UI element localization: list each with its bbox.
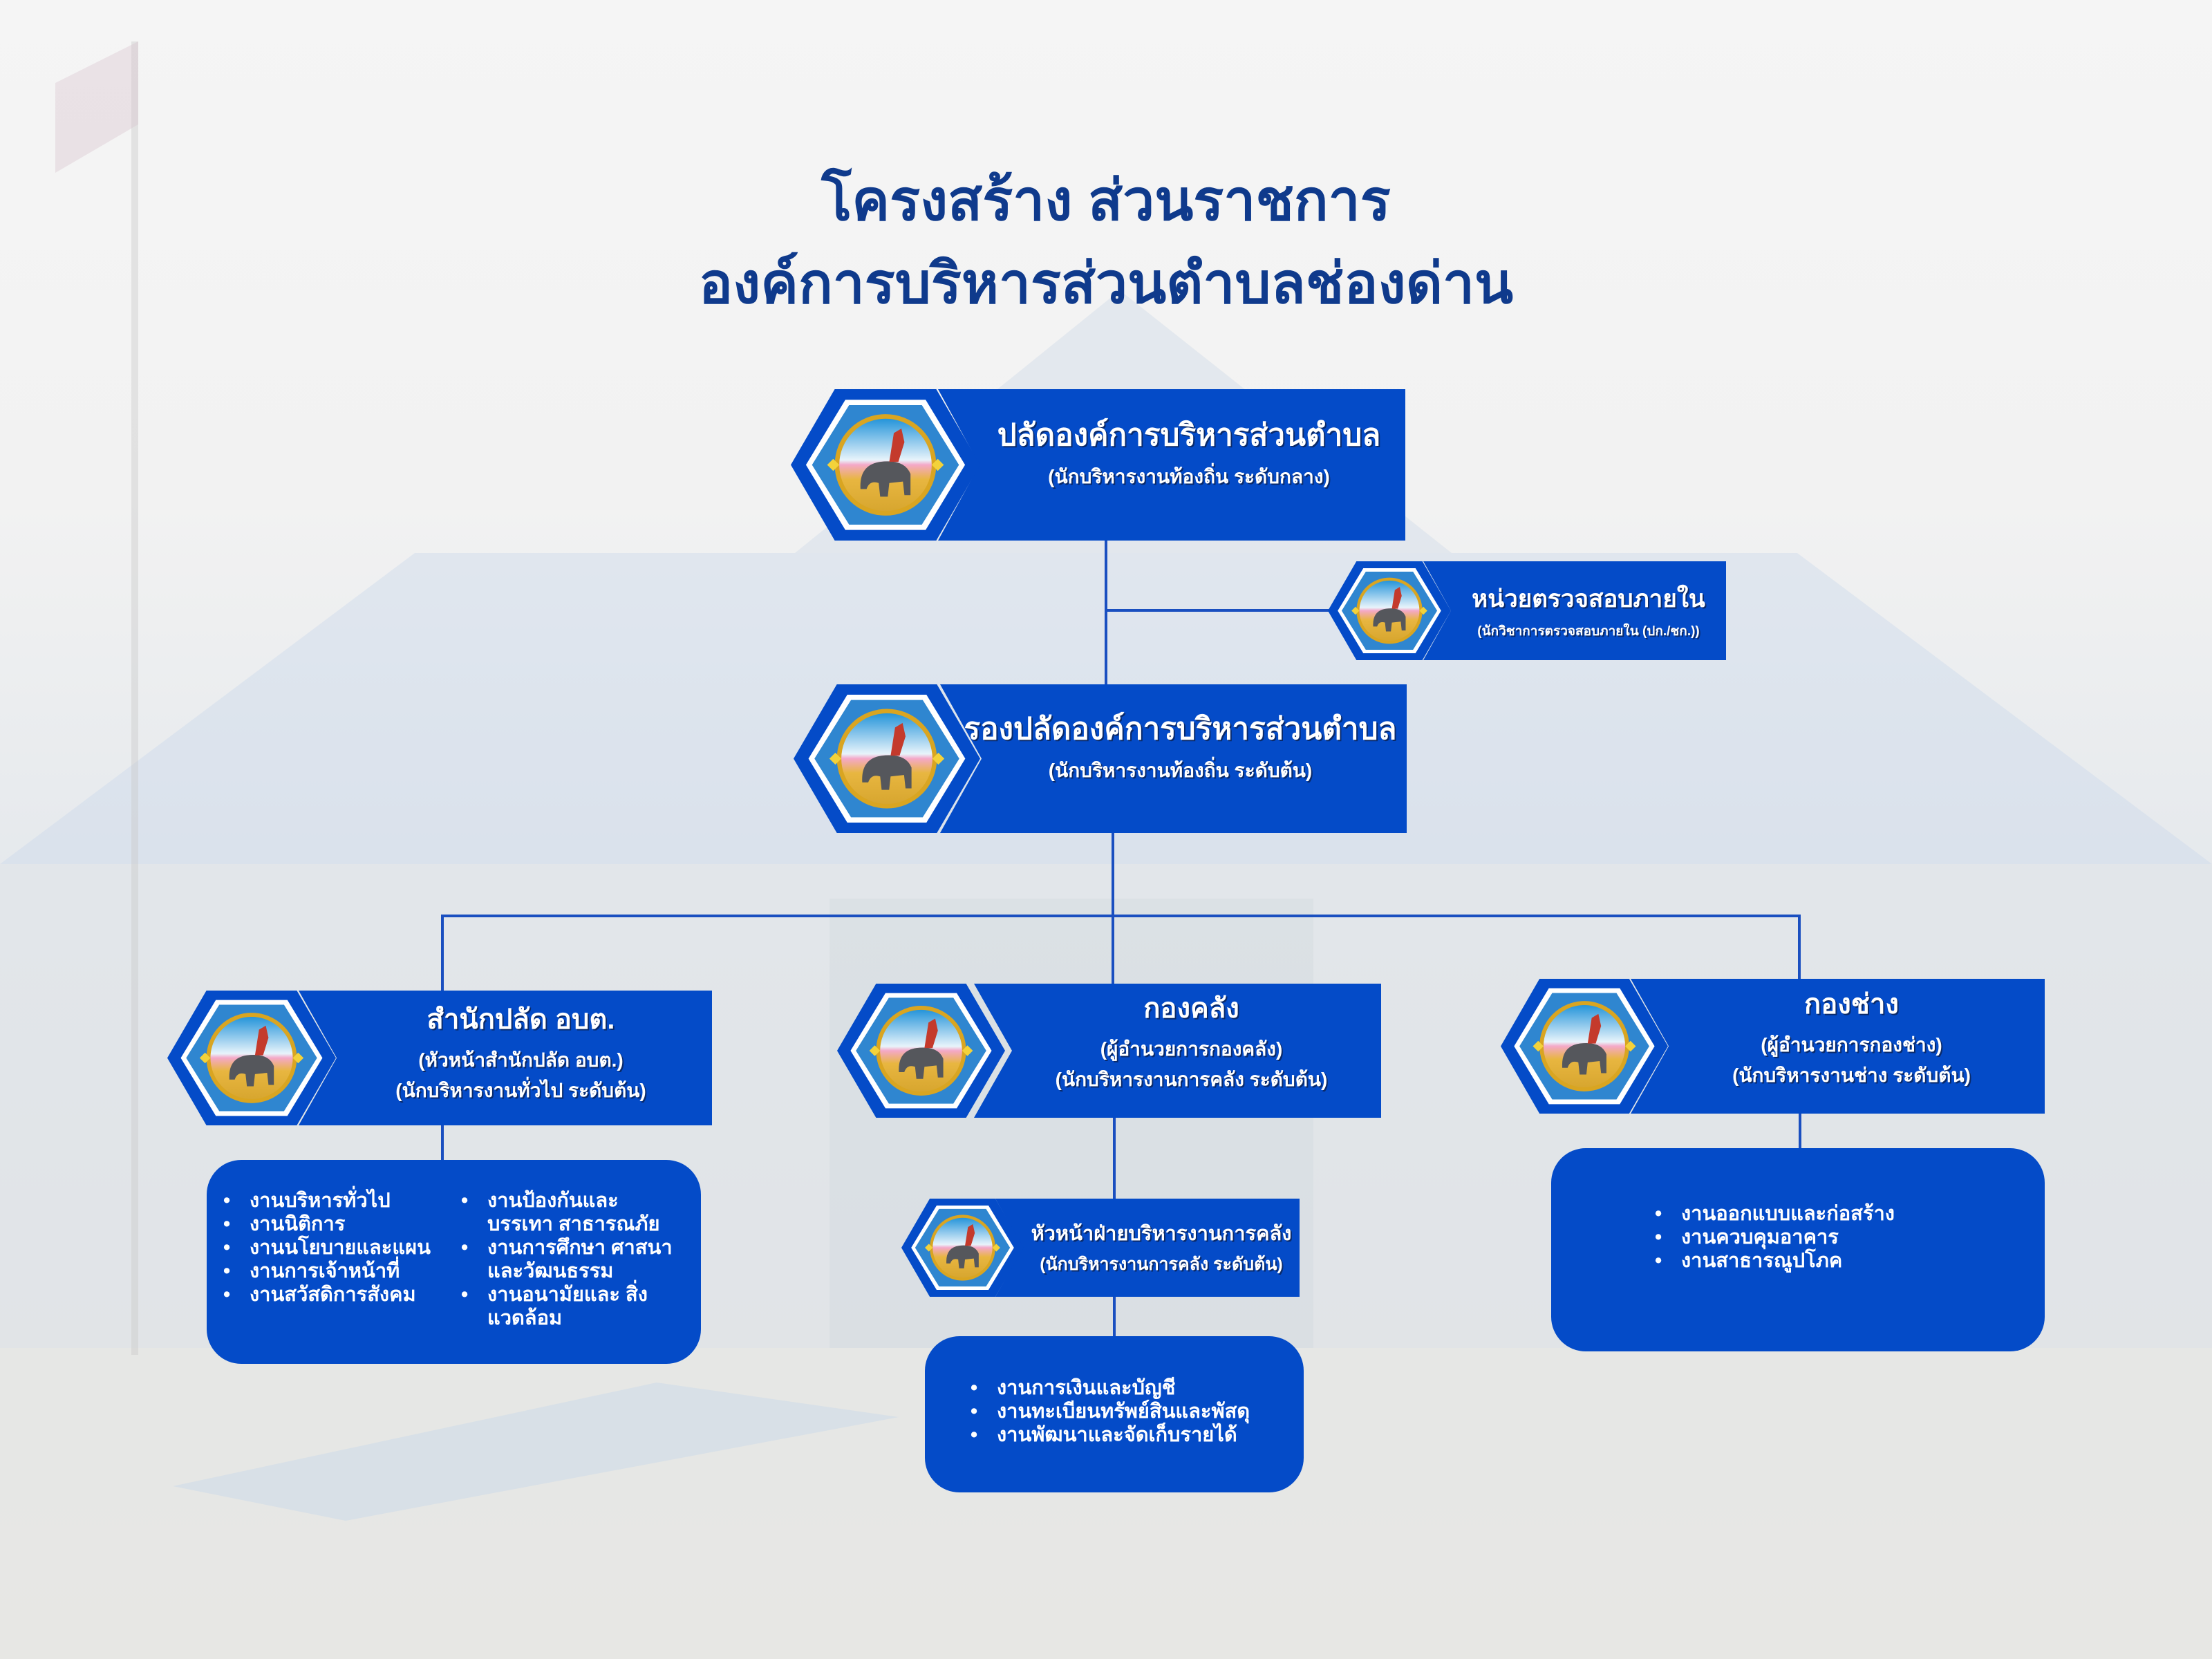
list-item-text: งานนโยบายและแผน [250, 1237, 431, 1259]
list-item: • งานควบคุมอาคาร [1655, 1226, 2014, 1249]
finance-duties-box: • งานการเงินและบัญชี • งานทะเบียนทรัพย์สินแ… [925, 1336, 1304, 1492]
connector-line [1105, 539, 1107, 686]
sao-logo-icon [791, 389, 980, 541]
bullet-icon: • [223, 1213, 231, 1235]
bullet-icon: • [223, 1260, 231, 1282]
list-item-text: งานอนามัยและ สิ่งแวดล้อม [487, 1284, 648, 1329]
list-item: • งานบริหารทั่วไป [223, 1189, 444, 1212]
chart-title-line1: โครงสร้าง ส่วนราชการ [821, 169, 1391, 232]
node-engineering-division: กองช่าง (ผู้อำนวยการกองช่าง) (นักบริหารง… [1501, 979, 2045, 1114]
list-item: • งานสวัสดิการสังคม [223, 1283, 444, 1306]
bullet-icon: • [1655, 1226, 1662, 1248]
list-item-text: งานสาธารณูปโภค [1681, 1250, 1843, 1272]
node-title: ปลัดองค์การบริหารส่วนตำบล [997, 418, 1381, 452]
engineering-duties-list: • งานออกแบบและก่อสร้าง • งานควบคุมอาคาร • งาน… [1655, 1202, 2014, 1273]
node-subtitle: (หัวหน้าสำนักปลัด อบต.) [418, 1049, 624, 1071]
list-item-text: งานนิติการ [250, 1213, 346, 1235]
list-item: • งานการเงินและบัญชี [971, 1376, 1288, 1400]
engineering-duties-box: • งานออกแบบและก่อสร้าง • งานควบคุมอาคาร • งาน… [1551, 1148, 2045, 1351]
list-item-text: งานการเจ้าหน้าที่ [250, 1260, 400, 1282]
list-item-text: งานการเงินและบัญชี [997, 1377, 1176, 1399]
node-title: รองปลัดองค์การบริหารส่วนตำบล [964, 711, 1397, 746]
connector-line [1113, 1295, 1116, 1338]
office-duties-col2: • งานป้องกันและบรรเทา สาธารณภัย • งานการศึก… [461, 1189, 682, 1330]
list-item: • งานอนามัยและ สิ่งแวดล้อม [461, 1283, 682, 1330]
node-title: สำนักปลัด อบต. [427, 1004, 615, 1035]
connector-line [1113, 1116, 1116, 1200]
list-item-text: งานออกแบบและก่อสร้าง [1681, 1203, 1895, 1225]
node-subtitle: (นักบริหารงานการคลัง ระดับต้น) [1040, 1255, 1283, 1274]
node-deputy-palad: รองปลัดองค์การบริหารส่วนตำบล (นักบริหารง… [794, 684, 1407, 833]
office-duties-col1: • งานบริหารทั่วไป • งานนิติการ • งานนโยบายและ… [223, 1189, 444, 1306]
sao-logo-icon [167, 991, 336, 1125]
node-office-palad: สำนักปลัด อบต. (หัวหน้าสำนักปลัด อบต.) (… [167, 991, 712, 1125]
node-title: หัวหน้าฝ่ายบริหารงานการคลัง [1031, 1223, 1292, 1245]
connector-line [1112, 915, 1114, 985]
node-finance-division: กองคลัง (ผู้อำนวยการกองคลัง) (นักบริหารง… [837, 984, 1381, 1118]
list-item-text: งานการศึกษา ศาสนา และวัฒนธรรม [487, 1237, 673, 1282]
list-item: • งานการเจ้าหน้าที่ [223, 1259, 444, 1283]
finance-duties-list: • งานการเงินและบัญชี • งานทะเบียนทรัพย์สินแ… [971, 1376, 1288, 1447]
bullet-icon: • [971, 1424, 978, 1446]
list-item: • งานออกแบบและก่อสร้าง [1655, 1202, 2014, 1226]
list-item: • งานป้องกันและบรรเทา สาธารณภัย [461, 1189, 682, 1236]
node-title: กองคลัง [1143, 993, 1239, 1024]
list-item-text: งานป้องกันและบรรเทา สาธารณภัย [487, 1190, 660, 1235]
sao-logo-icon [1328, 561, 1451, 660]
bullet-icon: • [1655, 1203, 1662, 1225]
list-item: • งานนโยบายและแผน [223, 1236, 444, 1259]
list-item-text: งานทะเบียนทรัพย์สินและพัสดุ [997, 1400, 1250, 1423]
connector-line [1799, 1112, 1801, 1150]
bullet-icon: • [971, 1377, 978, 1399]
node-subtitle: (นักบริหารงานช่าง ระดับต้น) [1732, 1064, 1971, 1086]
bullet-icon: • [461, 1284, 469, 1306]
connector-line [441, 915, 1801, 917]
node-subtitle: (นักบริหารงานการคลัง ระดับต้น) [1055, 1069, 1328, 1090]
list-item: • งานสาธารณูปโภค [1655, 1249, 2014, 1273]
bullet-icon: • [1655, 1250, 1662, 1272]
node-finance-head: หัวหน้าฝ่ายบริหารงานการคลัง (นักบริหารงา… [901, 1199, 1300, 1297]
sao-logo-icon [794, 684, 980, 833]
node-subtitle: (นักบริหารงานท้องถิ่น ระดับต้น) [1048, 759, 1313, 781]
node-internal-audit: หน่วยตรวจสอบภายใน (นักวิชาการตรวจสอบภายใ… [1328, 561, 1726, 660]
connector-line [1798, 915, 1801, 980]
connector-line [441, 1124, 444, 1161]
bullet-icon: • [223, 1284, 231, 1306]
bullet-icon: • [461, 1190, 469, 1212]
bullet-icon: • [223, 1190, 231, 1212]
bullet-icon: • [223, 1237, 231, 1259]
list-item: • งานทะเบียนทรัพย์สินและพัสดุ [971, 1400, 1288, 1423]
chart-title-line2: องค์การบริหารส่วนตำบลช่องด่าน [698, 252, 1514, 315]
node-subtitle: (นักวิชาการตรวจสอบภายใน (ปก./ชก.)) [1477, 624, 1700, 639]
sao-logo-icon [1501, 979, 1668, 1114]
bullet-icon: • [971, 1400, 978, 1423]
list-item-text: งานควบคุมอาคาร [1681, 1226, 1839, 1248]
node-subtitle: (ผู้อำนวยการกองคลัง) [1100, 1038, 1283, 1060]
list-item-text: งานบริหารทั่วไป [250, 1190, 391, 1212]
bullet-icon: • [461, 1237, 469, 1259]
list-item: • งานพัฒนาและจัดเก็บรายได้ [971, 1423, 1288, 1447]
list-item: • งานนิติการ [223, 1212, 444, 1236]
list-item-text: งานพัฒนาและจัดเก็บรายได้ [997, 1424, 1237, 1446]
node-subtitle: (ผู้อำนวยการกองช่าง) [1761, 1033, 1942, 1056]
list-item: • งานการศึกษา ศาสนา และวัฒนธรรม [461, 1236, 682, 1283]
connector-line [1105, 609, 1333, 612]
node-title: หน่วยตรวจสอบภายใน [1472, 585, 1705, 612]
node-palad: ปลัดองค์การบริหารส่วนตำบล (นักบริหารงานท… [791, 389, 1405, 541]
connector-line [441, 915, 444, 992]
sao-logo-icon [837, 984, 1005, 1118]
node-subtitle: (นักบริหารงานทั่วไป ระดับต้น) [395, 1079, 646, 1101]
office-duties-box: • งานบริหารทั่วไป • งานนิติการ • งานนโยบายและ… [207, 1160, 701, 1364]
list-item-text: งานสวัสดิการสังคม [250, 1284, 416, 1306]
node-title: กองช่าง [1804, 988, 1899, 1020]
node-subtitle: (นักบริหารงานท้องถิ่น ระดับกลาง) [1048, 465, 1330, 487]
connector-line [1112, 832, 1114, 917]
sao-logo-icon [901, 1199, 1024, 1297]
